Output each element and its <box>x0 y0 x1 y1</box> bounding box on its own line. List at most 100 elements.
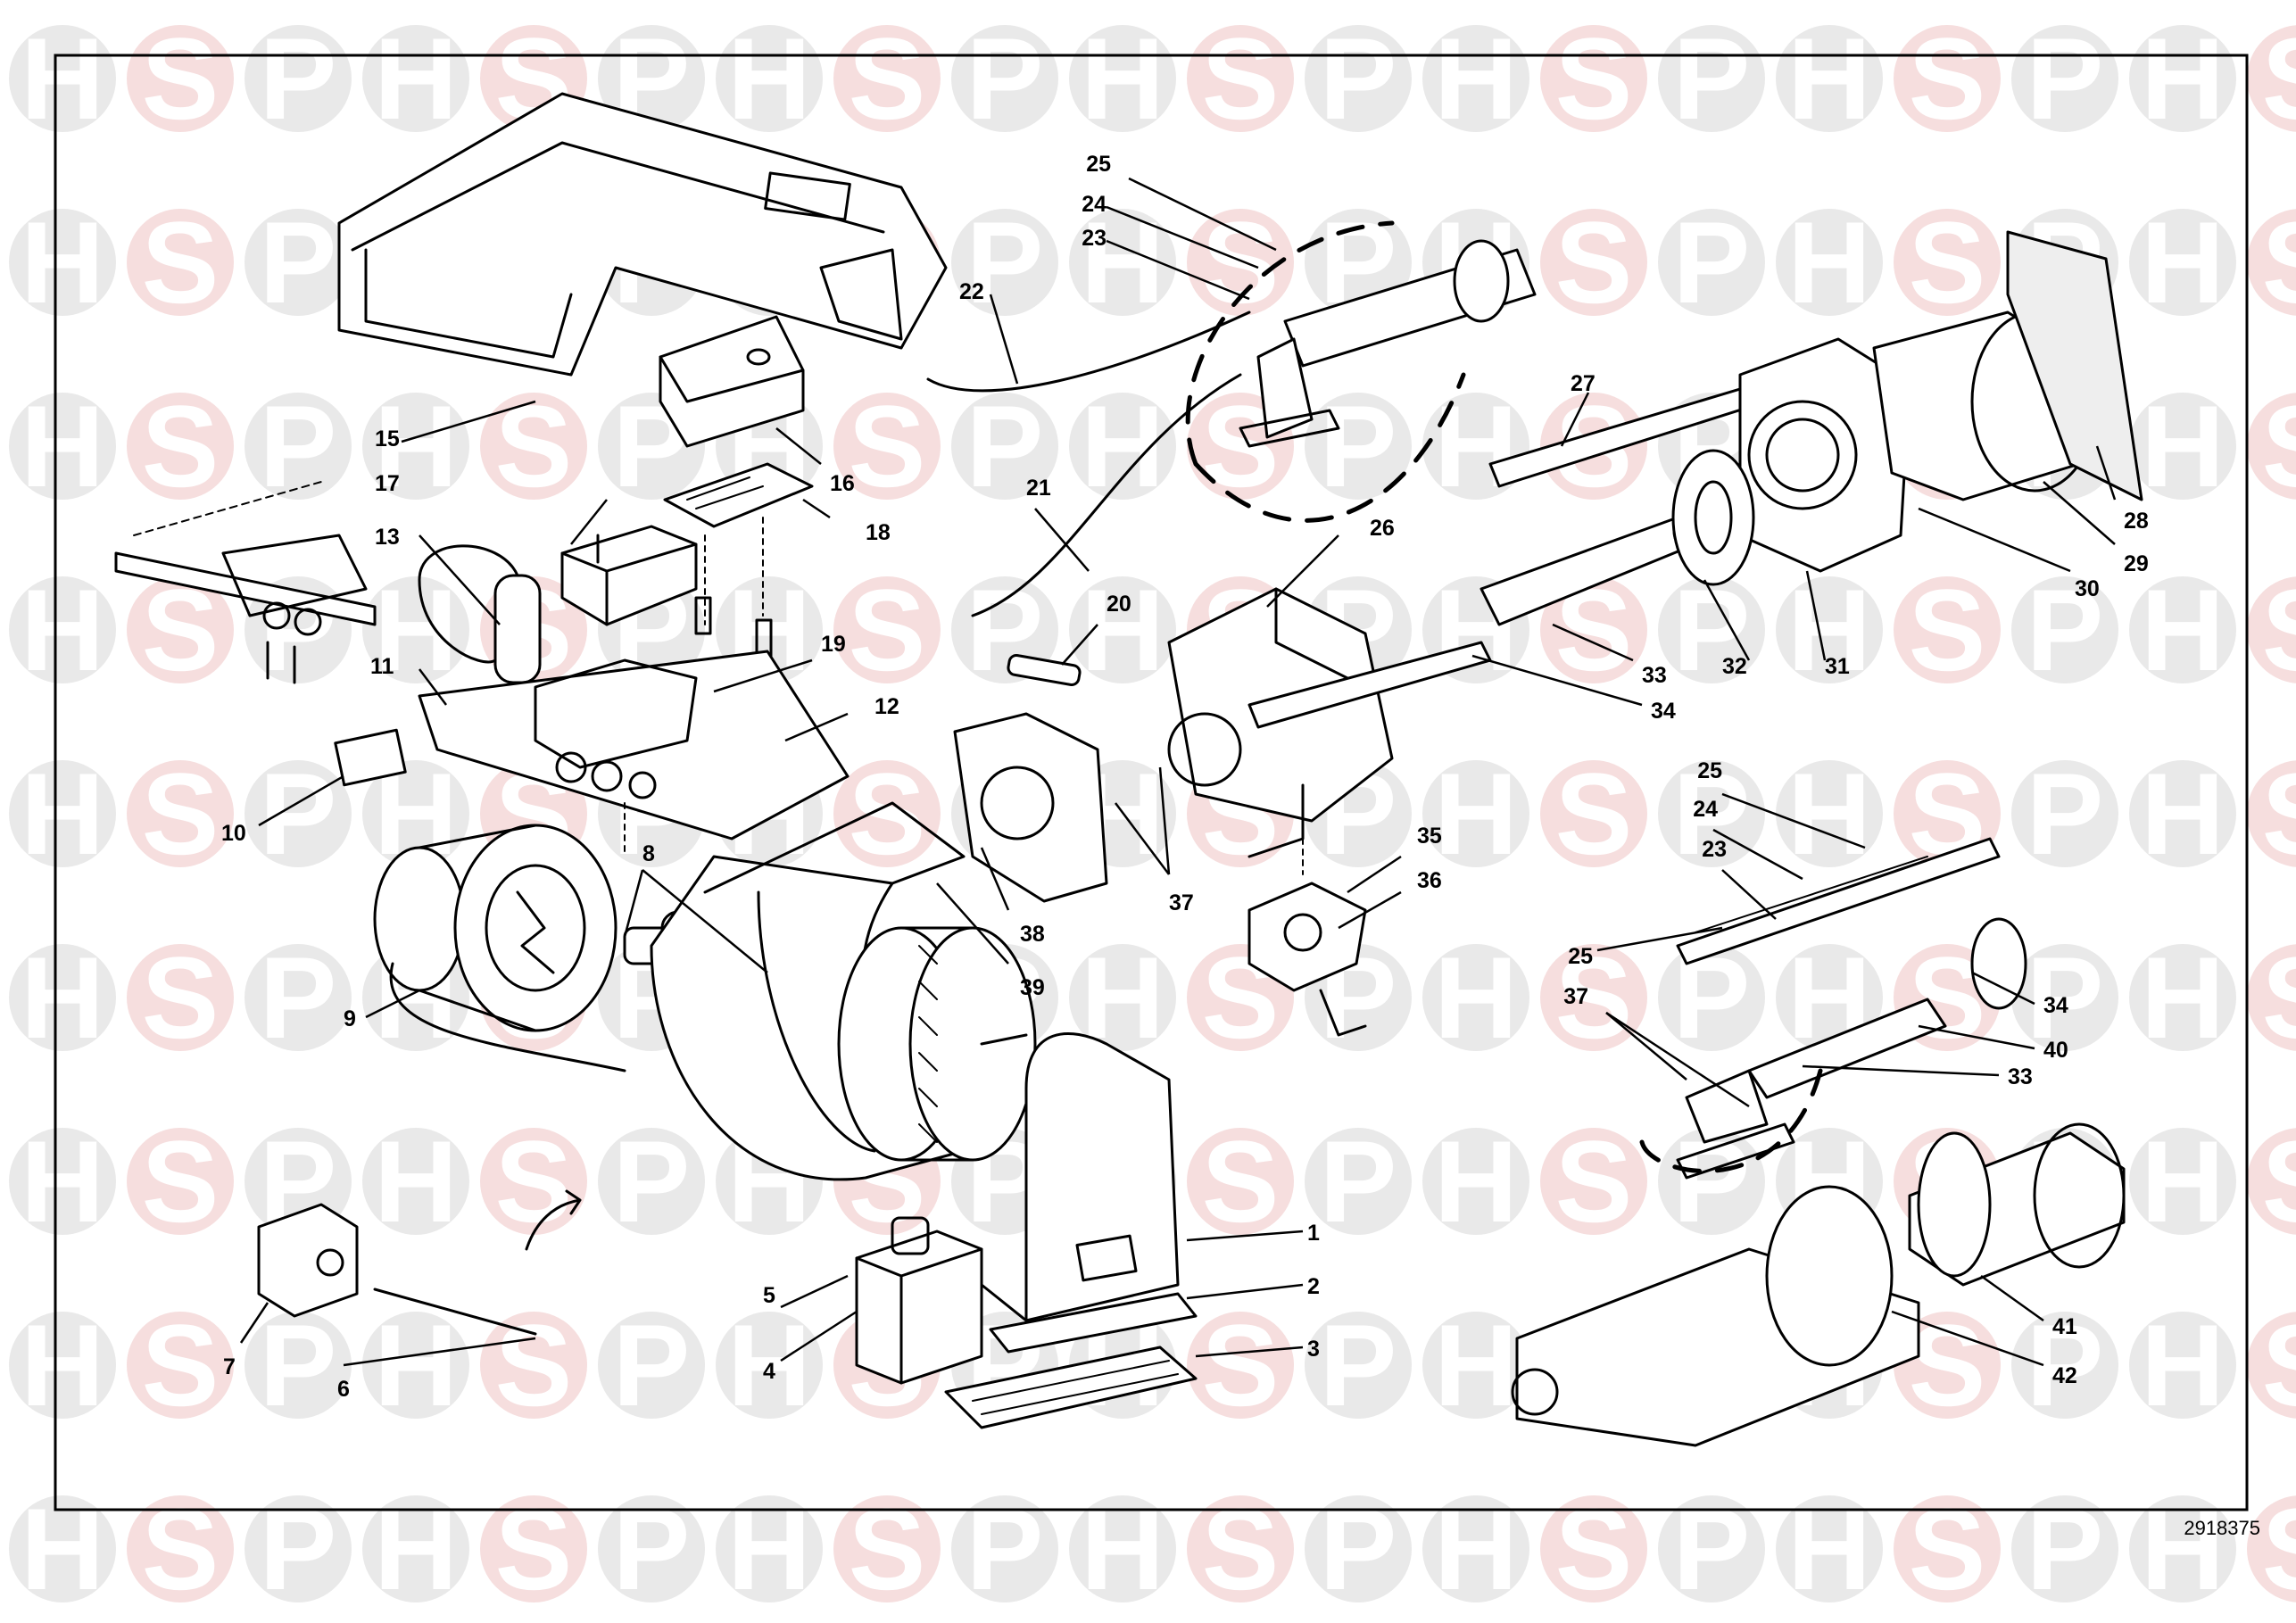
watermark-disc <box>1422 760 1529 867</box>
watermark-disc <box>9 1312 116 1419</box>
control-unit <box>560 525 698 626</box>
watermark-disc <box>2129 1495 2236 1602</box>
watermark-letter: H <box>727 1484 811 1614</box>
watermark-disc <box>480 1312 587 1419</box>
watermark-letter: P <box>1673 197 1751 327</box>
watermark-letter: S <box>2262 932 2296 1063</box>
part-label-23: 23 <box>1702 837 1727 862</box>
ignition-lead-22 <box>926 311 1251 393</box>
watermark-disc <box>1422 944 1529 1051</box>
part-label-27: 27 <box>1571 371 1596 396</box>
watermark-letter: P <box>260 932 337 1063</box>
watermark-disc <box>245 209 352 316</box>
watermark-disc <box>2129 25 2236 132</box>
watermark-letter: H <box>1081 197 1165 327</box>
watermark-disc <box>1187 1495 1294 1602</box>
watermark-letter: P <box>613 1484 691 1614</box>
watermark-disc <box>1540 1128 1647 1235</box>
watermark-letter: H <box>727 13 811 144</box>
watermark-disc <box>1305 1128 1412 1235</box>
part-label-7: 7 <box>223 1354 236 1379</box>
boiler-gasket <box>2006 230 2143 501</box>
diagram-reference-code: 2918375 <box>2184 1517 2260 1539</box>
watermark-letter: P <box>1673 565 1751 695</box>
watermark-disc <box>716 1312 823 1419</box>
watermark-disc <box>1658 576 1765 683</box>
watermark-disc <box>1305 1495 1412 1602</box>
part-label-25: 25 <box>1086 152 1111 177</box>
flange-ring-32 <box>1671 449 1755 586</box>
watermark-letter: H <box>21 381 104 511</box>
rotation-arrow <box>525 1189 582 1251</box>
watermark-letter: S <box>495 1300 573 1430</box>
watermark-letter: P <box>260 13 337 144</box>
watermark-disc <box>245 1495 352 1602</box>
watermark-letter: P <box>1320 13 1397 144</box>
watermark-disc <box>127 944 234 1051</box>
part-label-38: 38 <box>1020 922 1045 947</box>
watermark-disc <box>1422 1495 1529 1602</box>
watermark-letter: H <box>1434 381 1518 511</box>
motor <box>373 824 626 1072</box>
watermark-letter: S <box>1555 932 1633 1063</box>
watermark-disc <box>833 25 941 132</box>
capacitor <box>418 544 542 684</box>
watermark-letter: P <box>260 381 337 511</box>
watermark-disc <box>1658 209 1765 316</box>
watermark-disc <box>127 209 234 316</box>
part-label-21: 21 <box>1026 476 1051 501</box>
watermark-letter: S <box>142 1300 220 1430</box>
watermark-letter: S <box>1555 13 1633 144</box>
air-inlet-grille <box>944 1346 1198 1429</box>
watermark-disc <box>2247 760 2296 867</box>
watermark-letter: S <box>849 1484 926 1614</box>
watermark-letter: H <box>2141 565 2225 695</box>
housing-flange-plate <box>953 712 1108 903</box>
watermark-letter: P <box>966 381 1044 511</box>
part-label-11: 11 <box>370 654 394 679</box>
watermark-disc <box>2247 1495 2296 1602</box>
watermark-disc <box>2129 1312 2236 1419</box>
watermark-letter: H <box>21 1484 104 1614</box>
watermark-letter: P <box>966 13 1044 144</box>
watermark-disc <box>2129 209 2236 316</box>
watermark-disc <box>9 1128 116 1235</box>
watermark-letter: H <box>374 1300 458 1430</box>
watermark-letter: S <box>1202 1484 1280 1614</box>
pump-drive-rod <box>373 1288 537 1336</box>
watermark-disc <box>9 1495 116 1602</box>
watermark-disc <box>1894 760 2001 867</box>
watermark-disc <box>951 209 1058 316</box>
watermark-disc <box>1894 576 2001 683</box>
watermark-disc <box>1187 209 1294 316</box>
part-label-4: 4 <box>763 1359 775 1384</box>
watermark-letter: H <box>1434 1484 1518 1614</box>
watermark-disc <box>1658 25 1765 132</box>
watermark-disc <box>127 1312 234 1419</box>
part-label-37: 37 <box>1563 984 1588 1009</box>
watermark-disc <box>1540 760 1647 867</box>
watermark-letter: S <box>1555 749 1633 879</box>
head-housing <box>1167 587 1394 858</box>
watermark-letter: H <box>1787 13 1871 144</box>
watermark-letter: S <box>142 13 220 144</box>
watermark-letter: S <box>142 1116 220 1246</box>
watermark-disc <box>1422 25 1529 132</box>
part-label-34: 34 <box>1651 699 1676 724</box>
part-label-31: 31 <box>1825 654 1850 679</box>
watermark-disc <box>2011 1495 2118 1602</box>
part-label-16: 16 <box>830 471 855 496</box>
part-label-42: 42 <box>2052 1363 2077 1388</box>
control-box-cover <box>659 315 805 448</box>
watermark-disc <box>362 25 469 132</box>
watermark-letter: S <box>1555 197 1633 327</box>
watermark-letter: P <box>1320 1300 1397 1430</box>
watermark-disc <box>2247 944 2296 1051</box>
watermark-letter: P <box>1673 1484 1751 1614</box>
watermark-letter: S <box>849 13 926 144</box>
part-label-22: 22 <box>959 279 984 304</box>
watermark-disc <box>1069 25 1176 132</box>
watermark-letter: P <box>1673 13 1751 144</box>
watermark-disc <box>245 1312 352 1419</box>
